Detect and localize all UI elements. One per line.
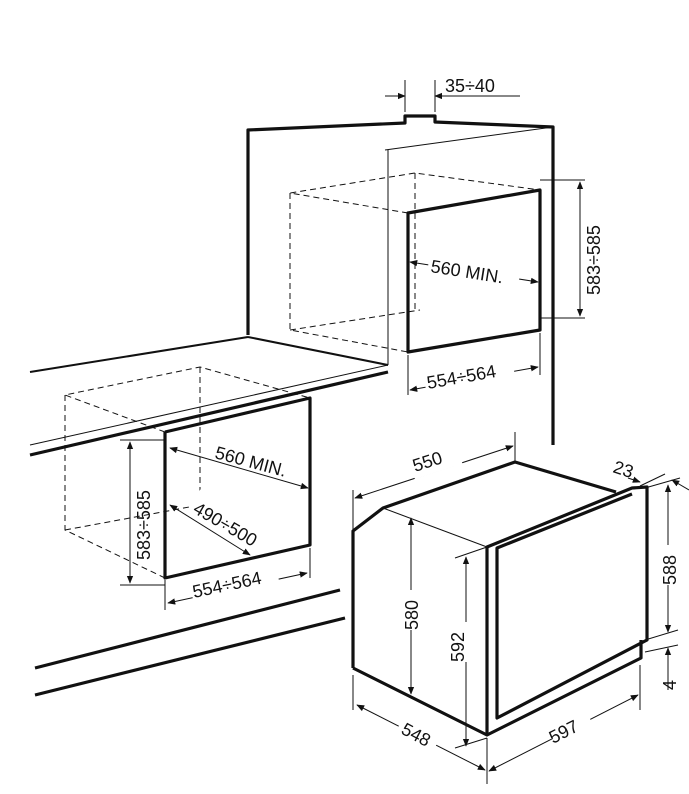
oven-panel-label: 23 — [611, 457, 636, 482]
gap-top-label: 35÷40 — [445, 76, 495, 96]
tall-cabinet — [246, 80, 585, 445]
tall-height-label: 583÷585 — [584, 225, 604, 295]
under-height-label: 583÷585 — [134, 490, 154, 560]
oven — [351, 432, 689, 784]
oven-door-height-label: 588 — [660, 555, 680, 585]
oven-body-height-label: 580 — [402, 600, 422, 630]
oven-depth-top-label: 550 — [410, 447, 445, 475]
tall-depth-min-label: 560 MIN. — [429, 256, 504, 287]
oven-front-height-label: 592 — [448, 632, 468, 662]
under-counter-opening — [63, 366, 312, 610]
oven-door-gap-label: 4 — [660, 680, 680, 690]
